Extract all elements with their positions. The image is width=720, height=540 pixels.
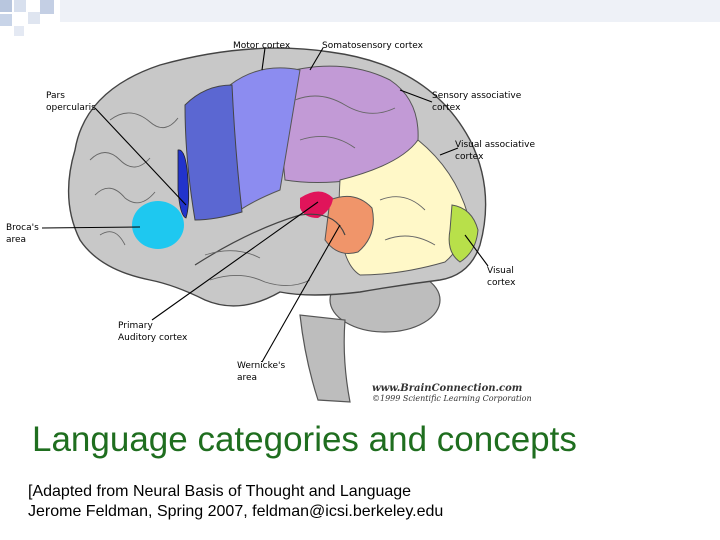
subtitle-line-2: Jerome Feldman, Spring 2007, feldman@ics… [28,503,444,520]
gyri [89,95,436,286]
slide-subtitle: [Adapted from Neural Basis of Thought an… [28,482,443,522]
region-broca [132,201,184,249]
region-pars-opercularis [177,149,190,219]
deco-square [0,0,12,12]
credit-site: www.BrainConnection.com [372,383,523,394]
header-decoration [0,0,720,36]
subtitle-line-1: [Adapted from Neural Basis of Thought an… [28,483,412,500]
label-primary-auditory: Primary Auditory cortex [118,321,188,343]
sylvian-fissure [194,213,346,266]
brain-diagram [41,47,489,403]
region-motor [184,84,243,221]
deco-square [14,26,24,36]
deco-square [14,0,26,12]
label-visual-cortex: Visual cortex [487,266,516,288]
label-visual-associative: Visual associative cortex [455,140,535,162]
slide-title: Language categories and concepts [32,420,577,459]
credit-copyright: ©1999 Scientific Learning Corporation [372,394,532,403]
region-visual [448,204,479,263]
leader-lines [41,47,489,363]
deco-square [40,0,54,14]
image-credit: www.BrainConnection.com ©1999 Scientific… [372,384,532,404]
deco-square [28,12,40,24]
header-bar [60,0,720,22]
label-sensory-associative: Sensory associative cortex [432,91,522,113]
label-broca: Broca's area [6,223,39,245]
region-wernicke [324,195,374,254]
label-wernicke: Wernicke's area [237,361,286,383]
region-primary-auditory [300,191,333,218]
label-motor-cortex: Motor cortex [233,41,291,51]
label-pars-opercularis: Pars opercularis [46,91,96,113]
label-somatosensory-cortex: Somatosensory cortex [322,41,423,51]
deco-square [0,14,12,26]
brainstem [299,314,351,403]
